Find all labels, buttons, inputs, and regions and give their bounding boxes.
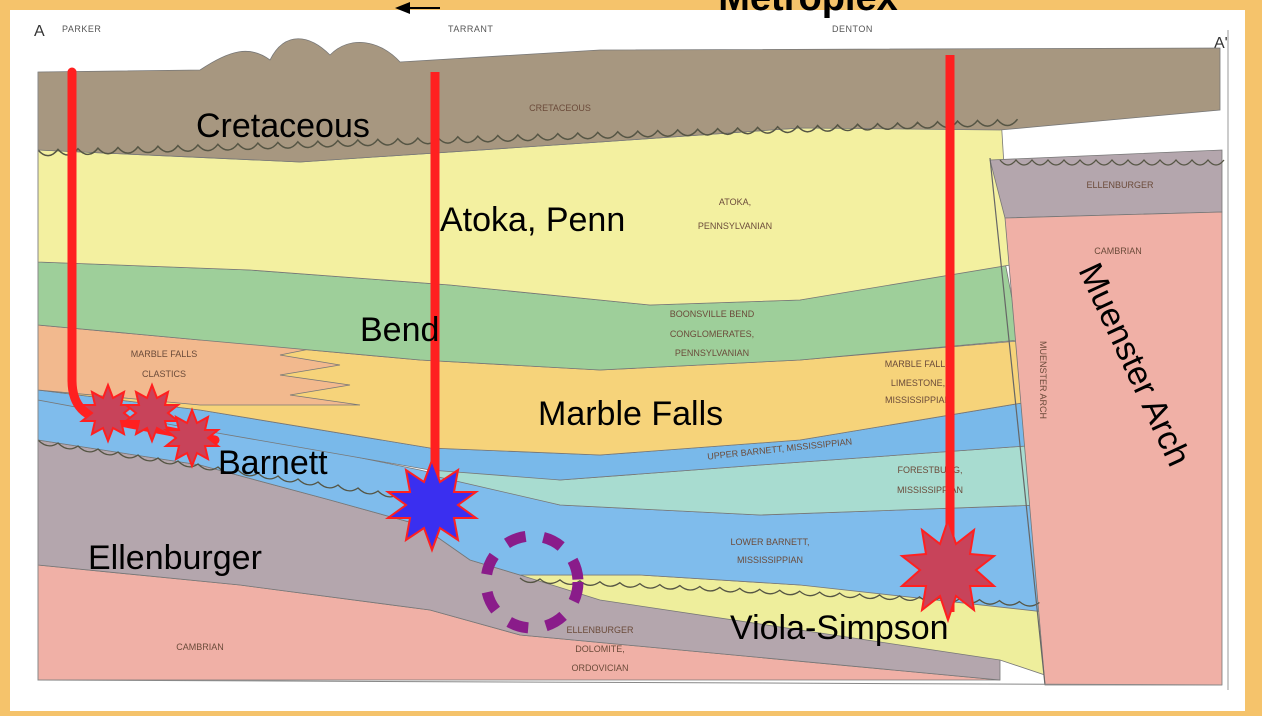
small-label-mf-clastics-1: MARBLE FALLS: [131, 349, 198, 359]
small-label-ellenburger-dolomite-2: DOLOMITE,: [575, 644, 625, 654]
small-label-muenster-arch: MUENSTER ARCH: [1038, 341, 1048, 419]
big-label-bend: Bend: [360, 311, 439, 349]
small-label-cambrian-left: CAMBRIAN: [176, 642, 224, 652]
small-label-ellenburger-right: ELLENBURGER: [1086, 180, 1154, 190]
small-label-boonsville-1: BOONSVILLE BEND: [670, 309, 755, 319]
small-label-lower-barnett-2: MISSISSIPPIAN: [737, 555, 803, 565]
small-label-atoka-1: ATOKA,: [719, 197, 751, 207]
small-label-mf-clastics-2: CLASTICS: [142, 369, 186, 379]
small-label-boonsville-2: CONGLOMERATES,: [670, 329, 754, 339]
county-tarrant: TARRANT: [448, 24, 493, 34]
small-label-cambrian-right: CAMBRIAN: [1094, 246, 1142, 256]
section-label-left: A: [34, 23, 45, 40]
small-label-atoka-2: PENNSYLVANIAN: [698, 221, 772, 231]
small-label-lower-barnett-1: LOWER BARNETT,: [730, 537, 809, 547]
big-label-marble-falls: Marble Falls: [538, 395, 723, 433]
small-label-cretaceous: CRETACEOUS: [529, 103, 591, 113]
big-label-cretaceous: Cretaceous: [196, 107, 370, 145]
small-label-mf-lime-2: LIMESTONE,: [891, 378, 945, 388]
small-label-ellenburger-dolomite-1: ELLENBURGER: [566, 625, 634, 635]
small-label-ellenburger-dolomite-3: ORDOVICIAN: [571, 663, 628, 673]
small-label-mf-lime-1: MARBLE FALLS: [885, 359, 952, 369]
small-label-boonsville-3: PENNSYLVANIAN: [675, 348, 749, 358]
small-label-mf-lime-3: MISSISSIPPIAN: [885, 395, 951, 405]
big-label-ellenburger: Ellenburger: [88, 539, 262, 577]
county-denton: DENTON: [832, 24, 873, 34]
big-label-barnett: Barnett: [218, 444, 328, 482]
diagram-title: Metroplex: [718, 0, 897, 19]
big-label-viola-simpson: Viola-Simpson: [730, 609, 949, 647]
county-parker: PARKER: [62, 24, 101, 34]
big-label-atoka: Atoka, Penn: [440, 201, 625, 239]
